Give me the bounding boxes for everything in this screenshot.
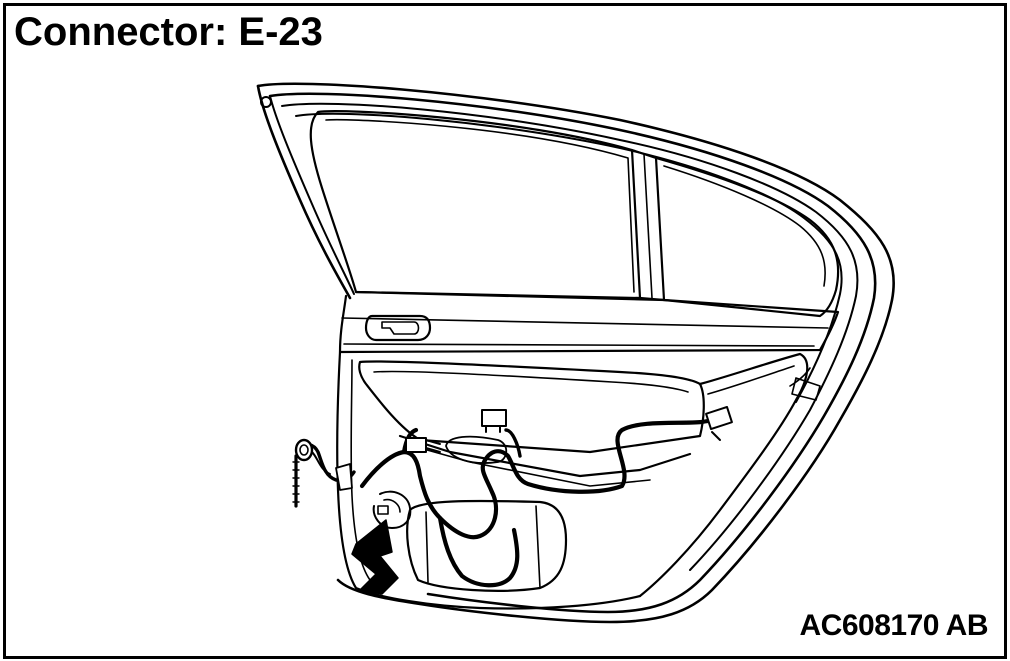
connector-mid xyxy=(405,437,441,453)
door-outer-frame xyxy=(256,82,896,624)
harness-grommet xyxy=(292,438,356,508)
window-glass xyxy=(309,110,840,318)
wiring-harness xyxy=(359,418,725,588)
belt-trim xyxy=(338,290,840,354)
connector-rear xyxy=(705,405,733,441)
inside-handle xyxy=(364,314,432,342)
figure-code: AC608170 AB xyxy=(799,609,989,642)
connector-e23 xyxy=(372,490,412,529)
diagram-frame xyxy=(3,3,1007,659)
callout-arrow-icon xyxy=(351,519,399,595)
connector-title: Connector: E-23 xyxy=(14,10,323,54)
inner-panel xyxy=(336,350,821,610)
connector-upper xyxy=(481,409,507,433)
